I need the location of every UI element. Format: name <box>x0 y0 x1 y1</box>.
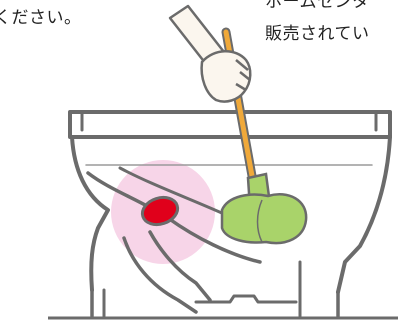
caption-line-2: 販売されてい <box>265 24 370 44</box>
caption-line-1: ホームセンタ <box>265 0 370 12</box>
hand-icon <box>168 4 252 103</box>
instruction-text-fragment: ください。 <box>0 8 82 28</box>
drain-hole-icon <box>140 195 180 227</box>
toilet-icon <box>68 110 392 318</box>
